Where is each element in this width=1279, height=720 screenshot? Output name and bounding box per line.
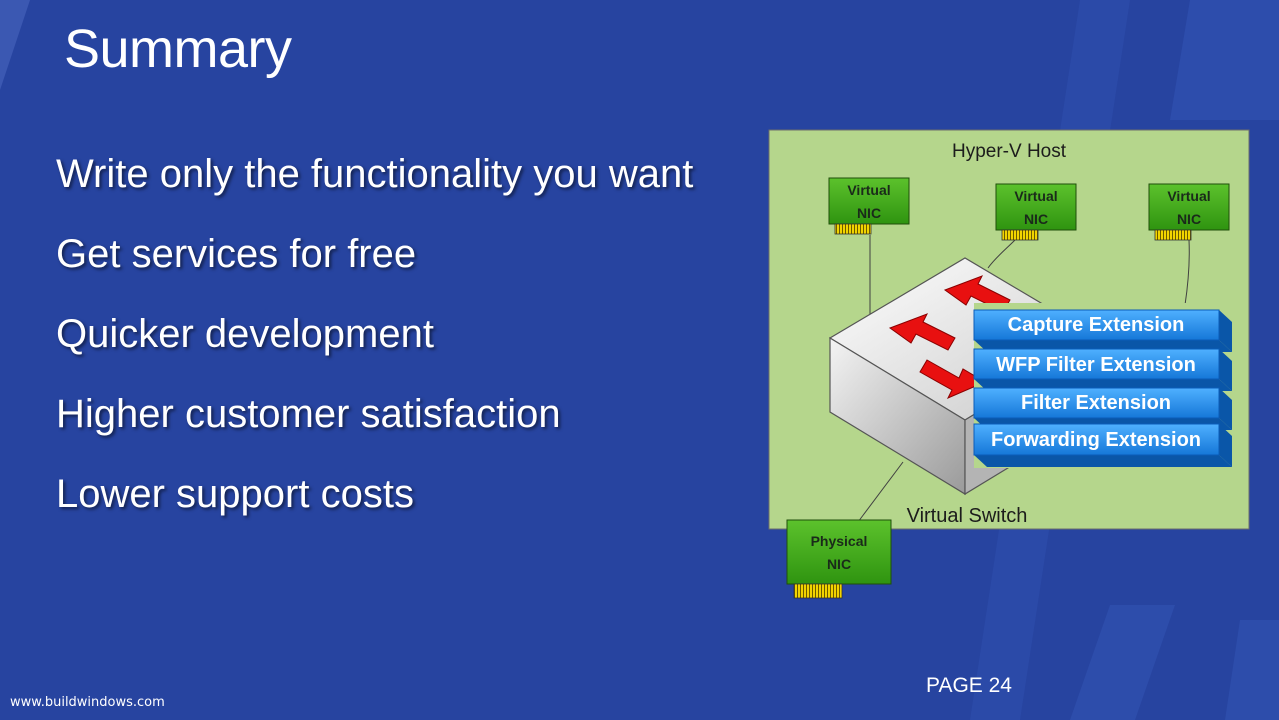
slide-title: Summary — [64, 19, 292, 79]
virtual-nic: Virtual NIC — [995, 183, 1077, 241]
connector-line — [857, 461, 904, 523]
nic-label: NIC — [857, 205, 881, 221]
nic-label: Virtual — [1167, 188, 1210, 204]
physical-nic: Physical NIC — [786, 519, 892, 599]
switch-label: Virtual Switch — [907, 505, 1028, 527]
extension-label: Capture Extension — [1008, 314, 1185, 336]
footer-url: www.buildwindows.com — [10, 695, 165, 710]
host-label: Hyper-V Host — [952, 141, 1067, 162]
bullet-item: Write only the functionality you want — [56, 152, 694, 196]
capture-extension: Capture Extension — [973, 309, 1232, 352]
virtual-nic: Virtual NIC — [1148, 183, 1230, 241]
extension-label: WFP Filter Extension — [996, 354, 1196, 376]
connector-line — [1184, 239, 1190, 306]
extension-label: Forwarding Extension — [991, 429, 1201, 451]
connector-line — [987, 239, 1016, 269]
wfp-filter-extension: WFP Filter Extension — [973, 348, 1232, 391]
nic-label: NIC — [1024, 211, 1048, 227]
extension-label: Filter Extension — [1021, 392, 1171, 414]
nic-label: Virtual — [847, 182, 890, 198]
virtual-nic: Virtual NIC — [828, 177, 910, 235]
bullet-item: Quicker development — [56, 312, 434, 356]
page-number: PAGE 24 — [926, 674, 1012, 697]
nic-label: NIC — [827, 556, 851, 572]
bullet-list: Write only the functionality you want Ge… — [56, 150, 693, 550]
bullet-item: Get services for free — [56, 232, 417, 276]
nic-label: Physical — [811, 533, 868, 549]
bullet-item: Higher customer satisfaction — [56, 392, 561, 436]
forwarding-extension: Forwarding Extension — [973, 423, 1232, 467]
bullet-item: Lower support costs — [56, 472, 414, 516]
nic-label: Virtual — [1014, 188, 1057, 204]
nic-label: NIC — [1177, 211, 1201, 227]
